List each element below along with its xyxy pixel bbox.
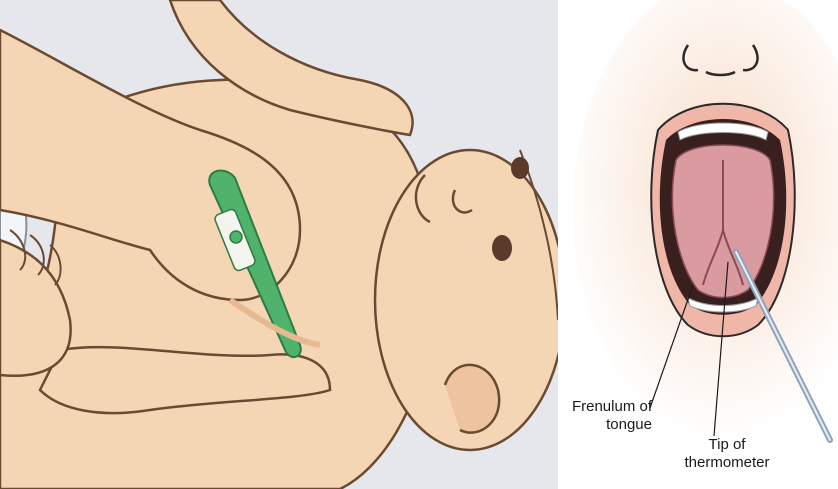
frenulum-label-line2: tongue [558, 416, 652, 434]
tip-label-line1: Tip of [672, 436, 782, 454]
axillary-temperature-illustration [0, 0, 558, 489]
baby-eye-upper [511, 157, 529, 179]
tip-label-line2: thermometer [672, 454, 782, 472]
frenulum-label-line1: Frenulum of [558, 398, 652, 416]
tip-label: Tip of thermometer [672, 436, 782, 472]
thermometer-button [230, 231, 242, 243]
baby-eye-lower [492, 235, 512, 261]
axillary-scene [0, 0, 558, 489]
frenulum-label: Frenulum of tongue [558, 398, 652, 434]
